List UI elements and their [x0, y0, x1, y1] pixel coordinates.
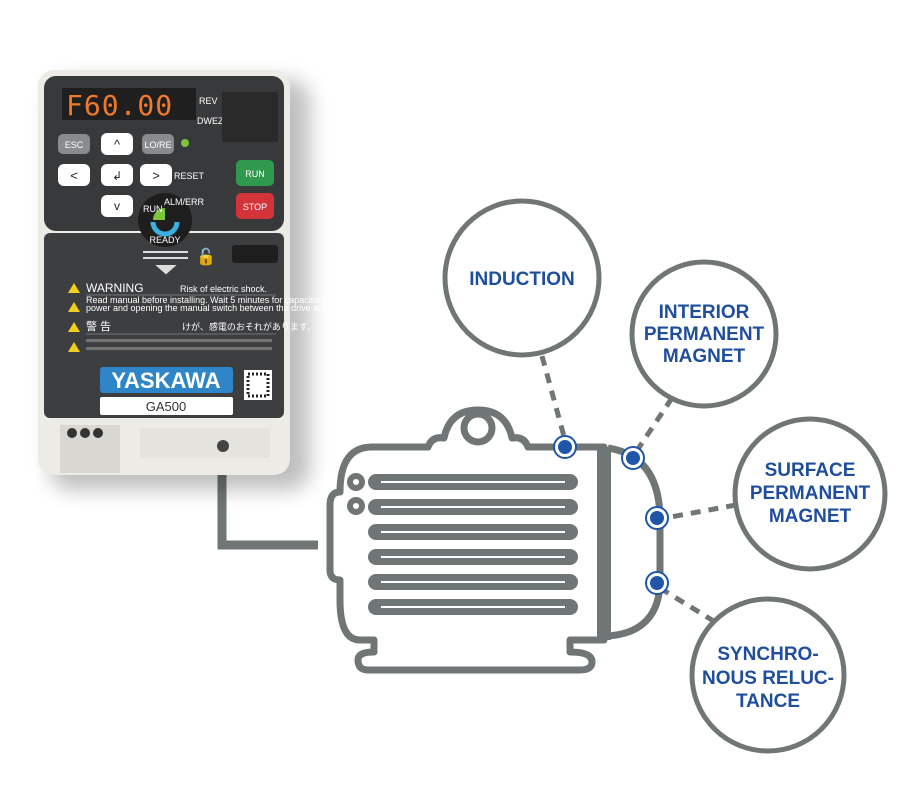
- label-spm-line3: MAGNET: [769, 506, 852, 527]
- right-key[interactable]: [140, 164, 172, 186]
- cover-latch[interactable]: [232, 245, 278, 263]
- label-ipm-line1: INTERIOR: [659, 302, 750, 323]
- indicator-dwez: DWEZ: [197, 116, 224, 126]
- keypad: ESC ^ LO/RE < ↲ > RESET v RUN STOP: [58, 133, 274, 219]
- down-key-label: v: [114, 199, 120, 213]
- bubble-surface-permanent-magnet: SURFACE PERMANENT MAGNET: [732, 416, 888, 572]
- enter-key-label: ↲: [112, 169, 122, 183]
- control-terminals: [140, 428, 270, 458]
- cover-arrow-icon: [143, 251, 188, 275]
- warning-text-1: Read manual before installing. Wait 5 mi…: [86, 295, 361, 305]
- display-panel: [62, 88, 196, 120]
- unlock-icon: 🔓: [196, 247, 216, 266]
- reset-label: RESET: [174, 171, 205, 181]
- label-spm-line2: PERMANENT: [750, 483, 871, 504]
- yaskawa-logo: [100, 367, 233, 393]
- lo-re-key-label: LO/RE: [144, 140, 171, 150]
- label-ipm-line3: MAGNET: [663, 346, 746, 367]
- run-indicator-label: RUN: [143, 204, 163, 214]
- led-indicator: [181, 139, 189, 147]
- drive-motor-cable: [217, 470, 318, 550]
- warning-jp-title: 警 告: [86, 319, 111, 333]
- up-key[interactable]: [101, 133, 133, 155]
- esc-key-label: ESC: [65, 140, 84, 150]
- model-name: GA500: [146, 399, 186, 414]
- model-plate: [100, 397, 233, 415]
- drive-ga500: F60.00 REV DWEZ ESC ^ LO/RE < ↲ > RESET …: [38, 70, 361, 490]
- point-induction: [553, 435, 577, 459]
- alm-indicator-label: ALM/ERR: [164, 197, 205, 207]
- ready-indicator-label: READY: [149, 235, 180, 245]
- label-synrm-line1: SYNCHRO-: [717, 644, 818, 665]
- usb-port-icon: [222, 92, 278, 142]
- motor-icon: [326, 406, 664, 674]
- run-key-label: RUN: [245, 169, 265, 179]
- left-key-label: <: [70, 168, 78, 183]
- stop-key-label: STOP: [243, 202, 267, 212]
- frequency-display: F60.00: [66, 89, 173, 122]
- label-ipm-line2: PERMANENT: [644, 324, 765, 345]
- status-ring: RUN ALM/ERR READY: [138, 193, 205, 247]
- warning-risk: Risk of electric shock.: [180, 284, 267, 294]
- point-spm: [645, 506, 669, 530]
- brand-name: YASKAWA: [111, 368, 220, 393]
- warning-text-2: power and opening the manual switch betw…: [86, 303, 356, 313]
- warning-label: WARNING Risk of electric shock. Read man…: [68, 281, 361, 352]
- bubble-synchronous-reluctance: SYNCHRO- NOUS RELUC- TANCE: [689, 596, 847, 754]
- lo-re-key[interactable]: [142, 134, 174, 154]
- label-induction: INDUCTION: [469, 269, 575, 290]
- point-ipm: [621, 446, 645, 470]
- warning-title: WARNING: [86, 281, 144, 295]
- label-spm-line1: SURFACE: [765, 460, 856, 481]
- bubble-interior-permanent-magnet: INTERIOR PERMANENT MAGNET: [629, 259, 779, 409]
- label-synrm-line3: TANCE: [736, 691, 800, 712]
- right-key-label: >: [152, 168, 160, 183]
- esc-key[interactable]: [58, 134, 90, 154]
- stop-key[interactable]: [236, 193, 274, 219]
- enter-key[interactable]: [101, 164, 133, 186]
- label-synrm-line2: NOUS RELUC-: [702, 668, 834, 689]
- warning-jp-risk: けが、感電のおそれがあります。: [182, 321, 316, 332]
- motor-points: [553, 435, 669, 595]
- connector-lines: [539, 355, 737, 628]
- bubble-induction: INDUCTION: [442, 198, 602, 358]
- indicator-rev: REV: [199, 96, 218, 106]
- point-synrm: [645, 571, 669, 595]
- down-key[interactable]: [101, 195, 133, 217]
- up-key-label: ^: [114, 137, 121, 152]
- left-key[interactable]: [58, 164, 90, 186]
- run-key[interactable]: [236, 160, 274, 186]
